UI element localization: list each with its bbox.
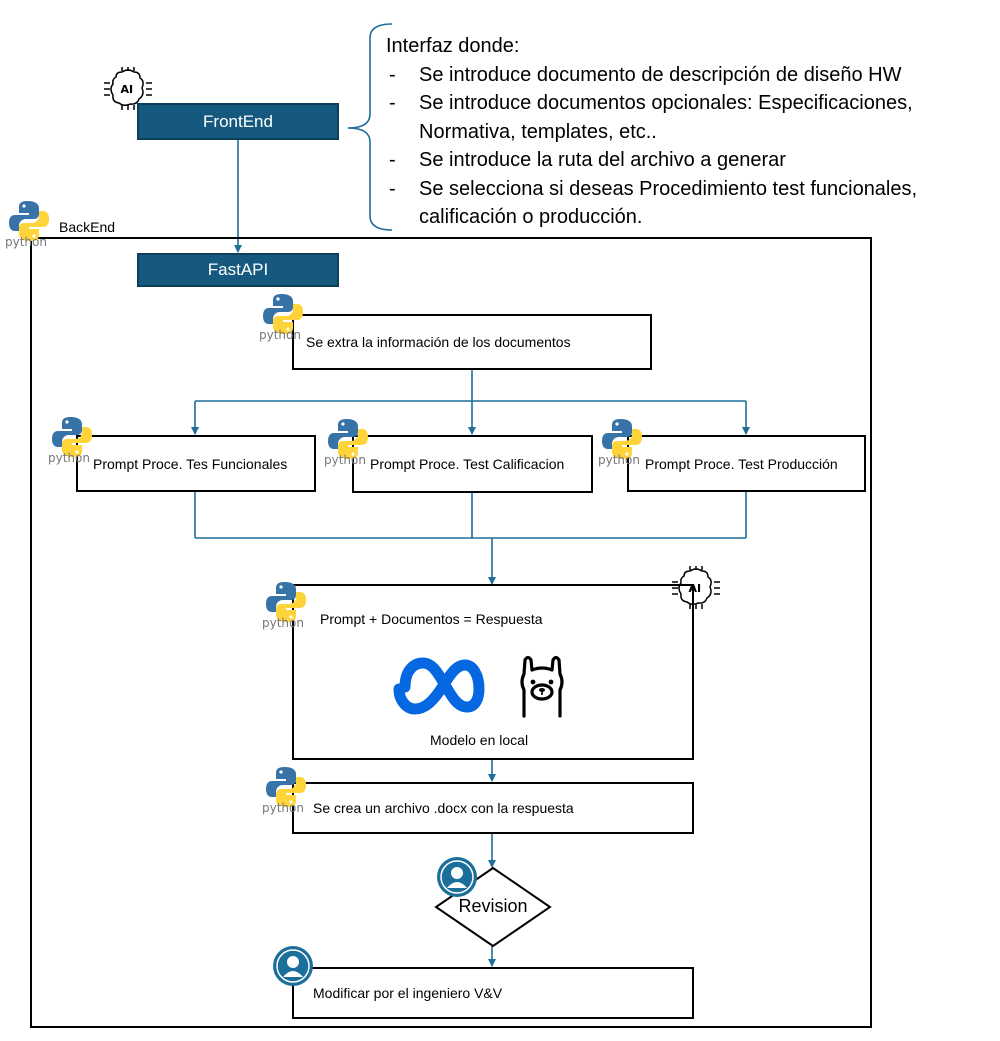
note-brace [347,23,393,231]
ai-chip-icon [672,566,720,610]
extract-info-box: Se extra la información de los documento… [292,314,652,370]
note-item: -Se introduce la ruta del archivo a gene… [389,149,786,171]
prompt-qualification-box: Prompt Proce. Test Calificacion [352,435,593,493]
python-icon [48,417,92,465]
python-icon [5,201,49,249]
note-item: -Se introduce documentos opcionales: Esp… [389,92,913,143]
interface-note: Interfaz donde: -Se introduce documento … [386,32,996,232]
python-icon [324,419,368,467]
python-icon [598,419,642,467]
prompt-production-box: Prompt Proce. Test Producción [627,435,866,492]
backend-label: BackEnd [59,219,116,235]
frontend-block: FrontEnd [137,103,339,140]
meta-logo [393,657,485,715]
local-model-box: Prompt + Documentos = Respuesta Modelo e… [292,584,694,760]
modify-box: Modificar por el ingeniero V&V [292,967,694,1019]
user-icon [273,946,313,986]
ai-chip-icon [104,67,152,111]
backend-container [30,237,872,1028]
note-item: -Se introduce documento de descripción d… [389,63,902,86]
python-icon [259,294,303,342]
model-box-caption: Modelo en local [430,732,529,748]
prompt-functional-box: Prompt Proce. Tes Funcionales [76,435,316,492]
fastapi-block: FastAPI [137,253,339,287]
llama-logo [520,655,564,718]
docx-box: Se crea un archivo .docx con la respuest… [292,782,694,834]
note-intro: Interfaz donde: [386,35,520,57]
python-icon [262,767,306,815]
note-item: -Se selecciona si deseas Procedimiento t… [389,177,918,229]
python-icon [262,582,306,630]
user-icon [437,857,477,897]
model-box-title: Prompt + Documentos = Respuesta [320,611,543,627]
review-label: Revision [458,896,528,916]
